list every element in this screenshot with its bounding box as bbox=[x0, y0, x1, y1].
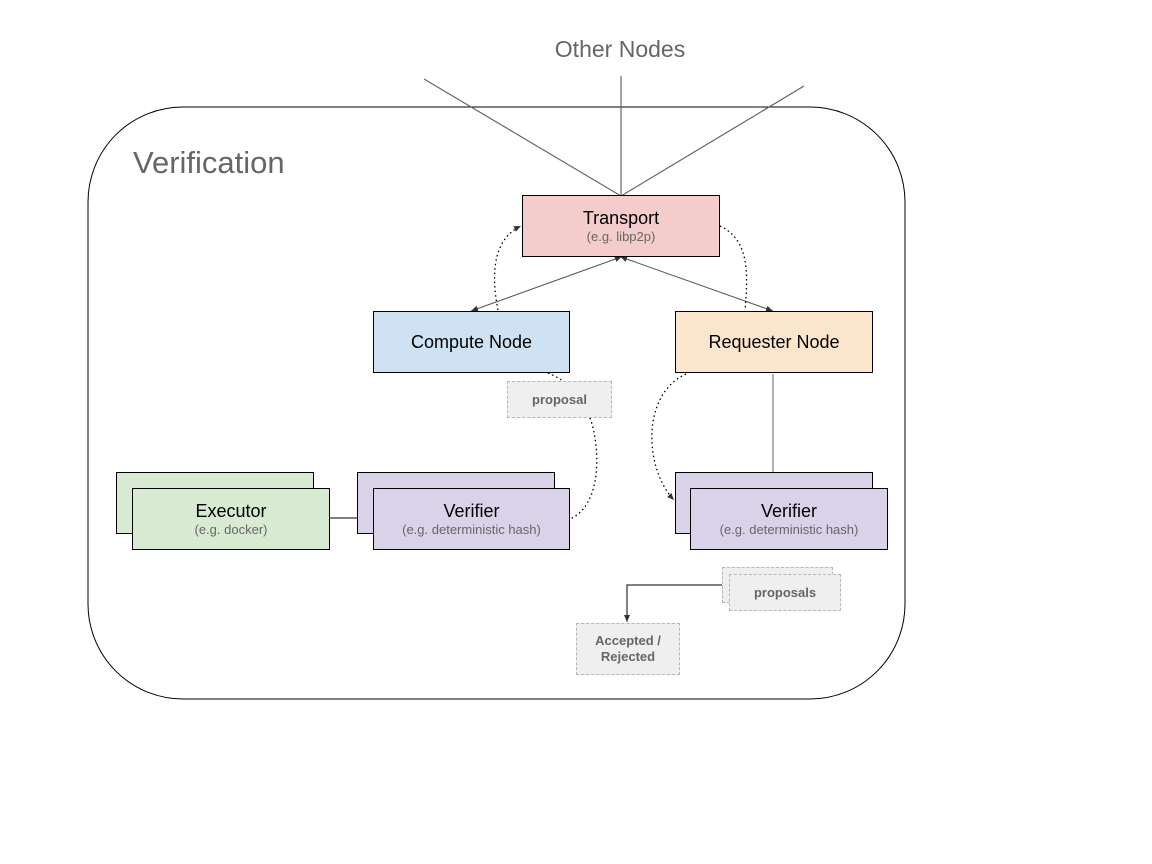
proposal-note: proposal bbox=[507, 381, 612, 418]
verifier-compute-subtitle: (e.g. deterministic hash) bbox=[402, 521, 541, 537]
transport-box: Transport (e.g. libp2p) bbox=[522, 195, 720, 257]
compute-node-box: Compute Node bbox=[373, 311, 570, 373]
dotted-flows bbox=[493, 225, 748, 520]
verifier-requester-box: Verifier (e.g. deterministic hash) bbox=[690, 488, 888, 550]
verification-title: Verification bbox=[133, 145, 285, 180]
verifier-requester-title: Verifier bbox=[760, 500, 818, 521]
transport-title: Transport bbox=[582, 207, 660, 228]
executor-subtitle: (e.g. docker) bbox=[194, 521, 268, 537]
proposals-to-result-arrow bbox=[624, 584, 722, 622]
accepted-rejected-note: Accepted / Rejected bbox=[576, 623, 680, 675]
verifier-compute-box: Verifier (e.g. deterministic hash) bbox=[373, 488, 570, 550]
transport-subtitle: (e.g. libp2p) bbox=[586, 228, 656, 244]
executor-box: Executor (e.g. docker) bbox=[132, 488, 330, 550]
transport-links bbox=[470, 256, 774, 312]
result-label-line1: Accepted / bbox=[595, 633, 661, 648]
result-label-line2: Rejected bbox=[600, 649, 656, 664]
verifier-requester-subtitle: (e.g. deterministic hash) bbox=[719, 521, 859, 537]
verifier-compute-title: Verifier bbox=[443, 500, 500, 521]
executor-title: Executor bbox=[195, 500, 267, 521]
verification-frame bbox=[87, 106, 906, 700]
requester-node-box: Requester Node bbox=[675, 311, 873, 373]
proposals-note: proposals bbox=[729, 574, 841, 611]
other-nodes-label: Other Nodes bbox=[554, 36, 686, 62]
requester-node-title: Requester Node bbox=[708, 332, 840, 352]
compute-node-title: Compute Node bbox=[410, 332, 533, 352]
other-nodes-connections bbox=[423, 76, 805, 197]
